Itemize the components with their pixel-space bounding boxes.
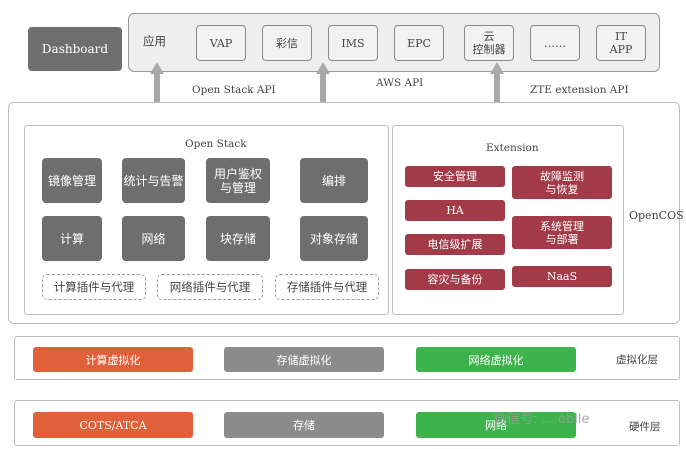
openstack-panel: Open Stack 镜像管理 统计与告警 用户鉴权 与管理 编排 计算 网络 … (24, 125, 389, 315)
aws-api-label: AWS API (376, 77, 424, 89)
app-mms: 彩信 (262, 25, 312, 61)
zte-api-label: ZTE extension API (530, 84, 629, 96)
app-epc: EPC (394, 25, 444, 61)
application-bar: 应用 VAP 彩信 IMS EPC 云 控制器 …… IT APP (128, 13, 660, 72)
module-network: 网络 (122, 216, 185, 261)
apps-label: 应用 (143, 34, 166, 48)
openstack-title: Open Stack (185, 138, 247, 150)
plugin-storage: 存储插件与代理 (275, 274, 379, 300)
app-it-app: IT APP (596, 25, 646, 61)
ext-naas: NaaS (512, 266, 612, 287)
module-object-storage: 对象存储 (300, 216, 368, 261)
virt-storage: 存储虚拟化 (224, 347, 384, 372)
plugin-network: 网络插件与代理 (157, 274, 263, 300)
wechat-watermark: 微信号: ... obile (494, 412, 590, 427)
hw-network: 网络 (416, 412, 576, 438)
openstack-api-label: Open Stack API (192, 84, 276, 96)
opencos-label: OpenCOS (629, 209, 684, 222)
virt-network: 网络虚拟化 (416, 347, 576, 372)
virt-compute: 计算虚拟化 (33, 347, 193, 372)
extension-panel: Extension 安全管理 HA 电信级扩展 容灾与备份 故障监测 与恢复 系… (392, 125, 624, 315)
virtualization-label: 虚拟化层 (616, 354, 658, 366)
app-cloud-controller: 云 控制器 (464, 25, 514, 61)
opencos-panel: OpenCOS Open Stack 镜像管理 统计与告警 用户鉴权 与管理 编… (8, 102, 684, 324)
hw-cots-atca: COTS/ATCA (33, 412, 193, 438)
ext-ha: HA (405, 200, 505, 221)
app-more: …… (530, 25, 580, 61)
module-stats-alarm: 统计与告警 (122, 158, 185, 203)
ext-carrier-grade: 电信级扩展 (405, 234, 505, 255)
ext-system-deploy: 系统管理 与部署 (512, 216, 612, 249)
module-block-storage: 块存储 (206, 216, 270, 261)
module-orchestration: 编排 (300, 158, 368, 203)
plugin-compute: 计算插件与代理 (42, 274, 146, 300)
hardware-label: 硬件层 (629, 421, 661, 433)
hw-storage: 存储 (224, 412, 384, 438)
virtualization-layer: 计算虚拟化 存储虚拟化 网络虚拟化 虚拟化层 (14, 336, 680, 380)
ext-disaster-backup: 容灾与备份 (405, 269, 505, 290)
app-ims: IMS (328, 25, 378, 61)
extension-title: Extension (486, 142, 539, 154)
module-compute: 计算 (42, 216, 102, 261)
ext-security-management: 安全管理 (405, 166, 505, 187)
module-user-auth: 用户鉴权 与管理 (206, 158, 270, 203)
ext-fault-recovery: 故障监测 与恢复 (512, 166, 612, 199)
hardware-layer: COTS/ATCA 存储 网络 硬件层 (14, 400, 680, 446)
module-image-management: 镜像管理 (42, 158, 102, 203)
dashboard-box: Dashboard (28, 27, 122, 71)
app-vap: VAP (196, 25, 246, 61)
